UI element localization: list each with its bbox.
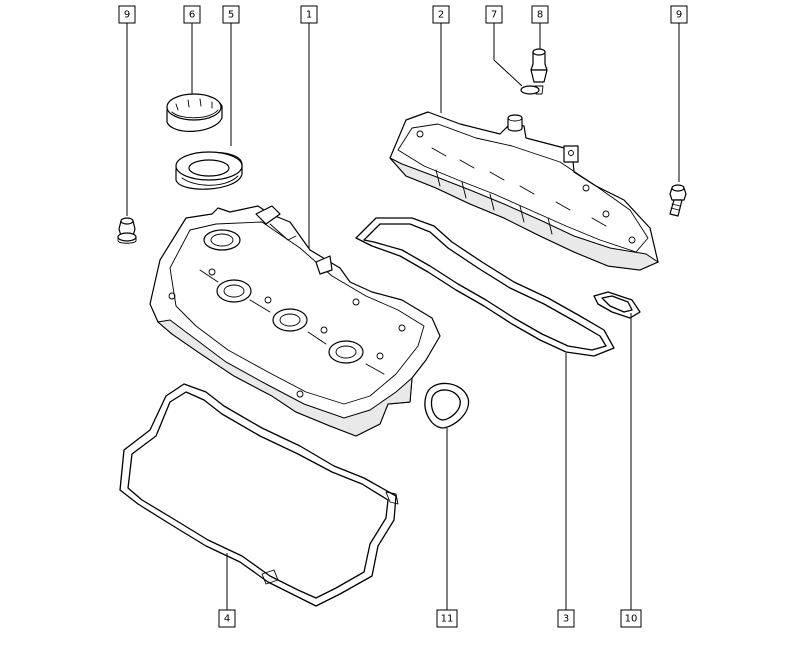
callout-1: 1 <box>300 5 318 24</box>
callout-8: 8 <box>531 5 549 24</box>
cylinder-head-cover-left <box>149 205 441 437</box>
callout-2: 2 <box>432 5 450 24</box>
leader-7 <box>493 23 523 87</box>
pcv-valve <box>530 48 548 95</box>
callout-label-9-left: 9 <box>124 10 130 21</box>
cover-gasket-left <box>119 383 399 607</box>
callout-6: 6 <box>183 5 201 24</box>
callout-7: 7 <box>485 5 503 24</box>
callout-label-9-right: 9 <box>676 10 682 21</box>
cover-gasket-right <box>355 217 615 357</box>
callout-5: 5 <box>222 5 240 24</box>
callout-label-4: 4 <box>224 614 230 625</box>
callout-3: 3 <box>557 609 575 628</box>
callout-label-7: 7 <box>491 10 497 21</box>
seal-gasket-small <box>593 291 641 319</box>
plug-tube-seal <box>424 382 470 429</box>
callout-9-right: 9 <box>670 5 688 24</box>
callout-label-10: 10 <box>625 614 638 625</box>
callout-label-3: 3 <box>563 614 569 625</box>
callout-11: 11 <box>436 609 458 628</box>
callout-label-2: 2 <box>438 10 444 21</box>
callout-label-1: 1 <box>306 10 312 21</box>
callout-4: 4 <box>218 609 236 628</box>
cylinder-head-cover-right <box>389 111 660 271</box>
filler-cap-seal <box>175 151 243 190</box>
leader-lines <box>126 23 680 610</box>
callout-10: 10 <box>620 609 642 628</box>
callout-label-8: 8 <box>537 10 543 21</box>
callout-9-left: 9 <box>118 5 136 24</box>
callout-label-11: 11 <box>441 614 454 625</box>
bolt-right <box>669 184 687 217</box>
oil-filler-cap <box>166 93 223 132</box>
callout-label-5: 5 <box>228 10 234 21</box>
bolt-left <box>117 217 137 244</box>
o-ring <box>520 85 540 95</box>
callout-label-6: 6 <box>189 10 195 21</box>
